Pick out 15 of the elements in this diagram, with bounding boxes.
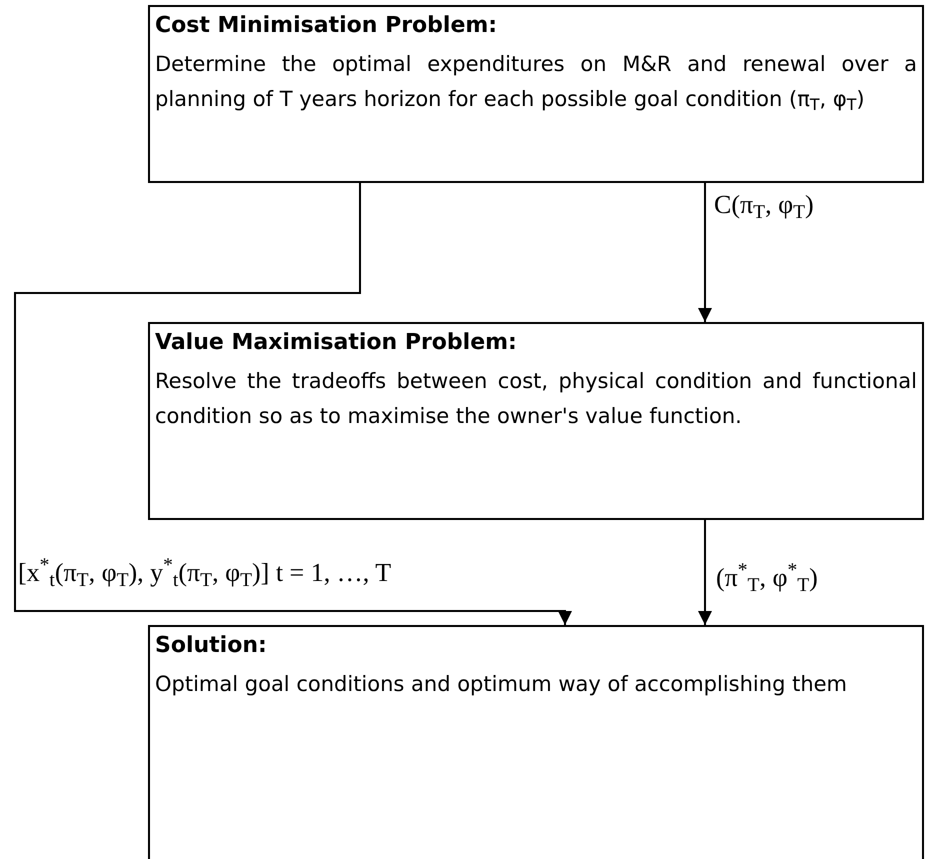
arrow xyxy=(698,183,712,322)
edge-label: [x$^{*}$$_{t}$(π$_{T}$, φ$_{T}$), y$^{*}$$_{t}$(π$_{T}$, φ$_{T}$)] t = 1, …, T xyxy=(18,560,392,586)
box-text: Determine the optimal expenditures on M&R and renewal over a planning of T years horizon for each possible goal condition (π$_{T}$, φ$_{T}$) xyxy=(155,51,917,116)
arrow xyxy=(14,183,572,625)
process-box xyxy=(148,5,924,183)
arrow xyxy=(698,520,712,625)
box-text: Resolve the tradeoffs between cost, physical condition and functional condition so as to maximise the owner's value function. xyxy=(155,368,917,430)
box-heading: Cost Minimisation Problem: xyxy=(155,12,498,40)
box-heading: Solution: xyxy=(155,632,268,660)
edge-label: C(π$_{T}$, φ$_{T}$) xyxy=(714,192,814,218)
box-text: Optimal goal conditions and optimum way of accomplishing them xyxy=(155,671,848,698)
box-heading: Value Maximisation Problem: xyxy=(155,329,518,357)
process-box xyxy=(148,322,924,520)
process-box xyxy=(148,625,924,859)
edge-label: (π$^{*}$$_{T}$, φ$^{*}$$_{T}$) xyxy=(716,565,818,591)
